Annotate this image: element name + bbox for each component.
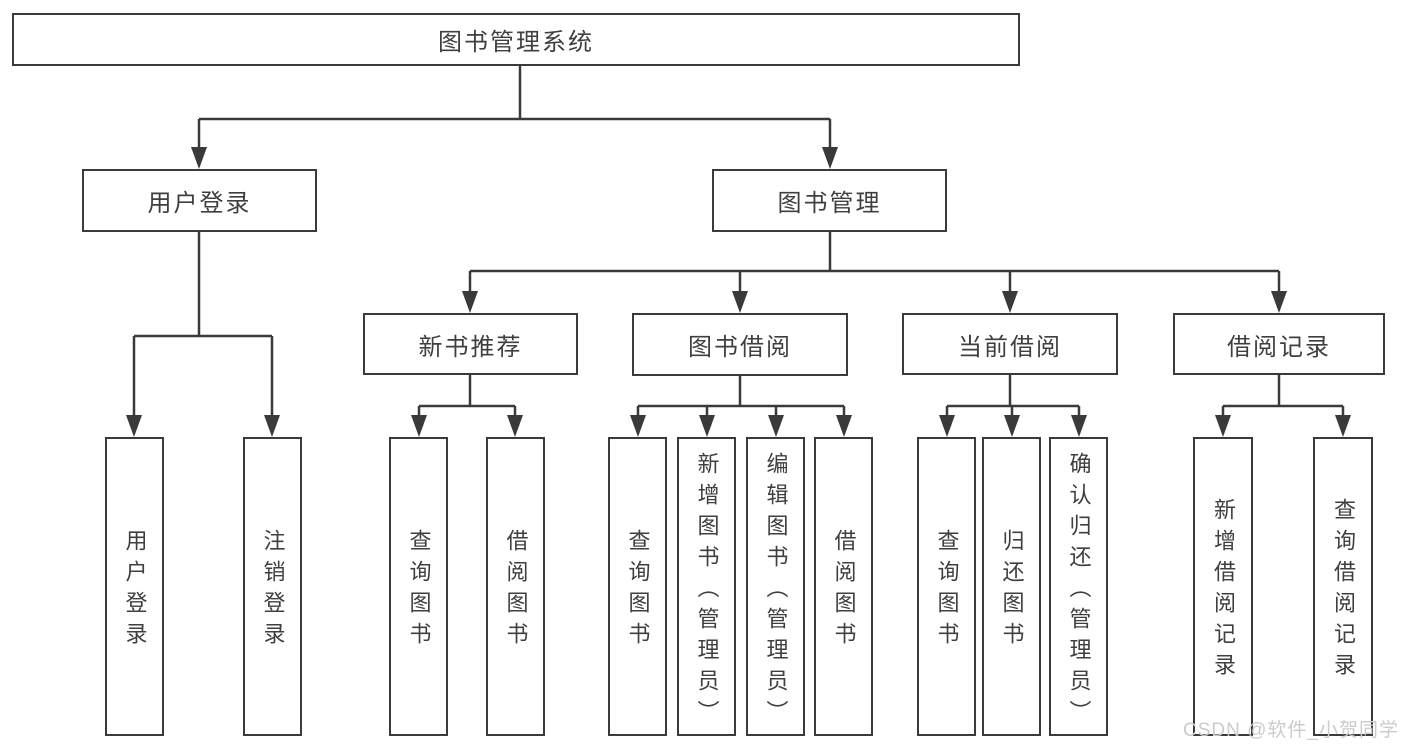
arrow-down-icon: [822, 147, 838, 169]
arrow-down-icon: [836, 415, 852, 437]
leaf-edit-books-admin: 编辑图书（管理员）: [746, 437, 805, 736]
node-user-login: 用户登录: [82, 169, 317, 232]
leaf-borrow-books: 借阅图书: [814, 437, 873, 736]
arrow-down-icon: [732, 291, 748, 313]
leaf-label: 确认归还（管理员）: [1066, 451, 1092, 731]
leaf-query-books-current: 查询图书: [917, 437, 976, 736]
leaf-add-books-admin: 新增图书（管理员）: [677, 437, 736, 736]
leaf-query-books-borrow: 查询图书: [608, 437, 667, 736]
arrow-down-icon: [630, 415, 646, 437]
arrow-down-icon: [126, 415, 142, 437]
arrow-down-icon: [462, 291, 478, 313]
leaf-label: 借阅图书: [831, 529, 857, 653]
connector-root-to-level2: [197, 66, 832, 150]
leaf-label: 归还图书: [999, 529, 1025, 653]
arrow-down-icon: [191, 147, 207, 169]
node-book-borrowing: 图书借阅: [632, 313, 848, 376]
arrow-down-icon: [1004, 415, 1020, 437]
arrow-down-icon: [1215, 415, 1231, 437]
arrow-down-icon: [264, 415, 280, 437]
connector-book-mgmt-to-level3: [468, 232, 1281, 294]
connector-current-borrow-children: [945, 375, 1081, 418]
leaf-logout-login: 注销登录: [243, 437, 302, 736]
arrow-down-icon: [1002, 291, 1018, 313]
leaf-label: 查询图书: [406, 529, 432, 653]
arrowheads: [126, 147, 1351, 437]
leaf-label: 编辑图书（管理员）: [763, 451, 789, 731]
connector-borrow-record-children: [1221, 375, 1345, 418]
leaf-confirm-return-admin: 确认归还（管理员）: [1049, 437, 1108, 736]
leaf-label: 借阅图书: [503, 529, 529, 653]
leaf-add-borrow-record: 新增借阅记录: [1193, 437, 1253, 736]
leaf-user-login: 用户登录: [105, 437, 164, 736]
leaf-label: 用户登录: [122, 529, 148, 653]
leaf-label: 新增图书（管理员）: [694, 451, 720, 731]
connector-book-borrow-children: [636, 376, 846, 418]
leaf-label: 查询借阅记录: [1331, 498, 1356, 684]
leaf-borrow-books-recommend: 借阅图书: [486, 437, 545, 736]
arrow-down-icon: [1071, 415, 1087, 437]
leaf-query-books-recommend: 查询图书: [389, 437, 448, 736]
node-new-book-recommend: 新书推荐: [363, 313, 578, 375]
arrow-down-icon: [768, 415, 784, 437]
node-current-borrowing: 当前借阅: [902, 313, 1118, 375]
leaf-label: 新增借阅记录: [1211, 498, 1236, 684]
leaf-label: 注销登录: [260, 529, 286, 653]
arrow-down-icon: [411, 415, 427, 437]
connector-user-login-children: [132, 232, 274, 418]
arrow-down-icon: [1271, 291, 1287, 313]
arrow-down-icon: [699, 415, 715, 437]
arrow-down-icon: [507, 415, 523, 437]
leaf-query-borrow-record: 查询借阅记录: [1313, 437, 1373, 736]
node-book-management: 图书管理: [712, 169, 947, 232]
node-borrowing-records: 借阅记录: [1173, 313, 1385, 375]
arrow-down-icon: [1335, 415, 1351, 437]
connector-new-book-children: [417, 375, 517, 418]
leaf-label: 查询图书: [625, 529, 651, 653]
csdn-watermark: CSDN @软件_小贺同学: [1183, 720, 1399, 741]
leaf-return-books: 归还图书: [982, 437, 1041, 736]
node-book-management-system: 图书管理系统: [12, 13, 1020, 66]
leaf-label: 查询图书: [934, 529, 960, 653]
arrow-down-icon: [939, 415, 955, 437]
